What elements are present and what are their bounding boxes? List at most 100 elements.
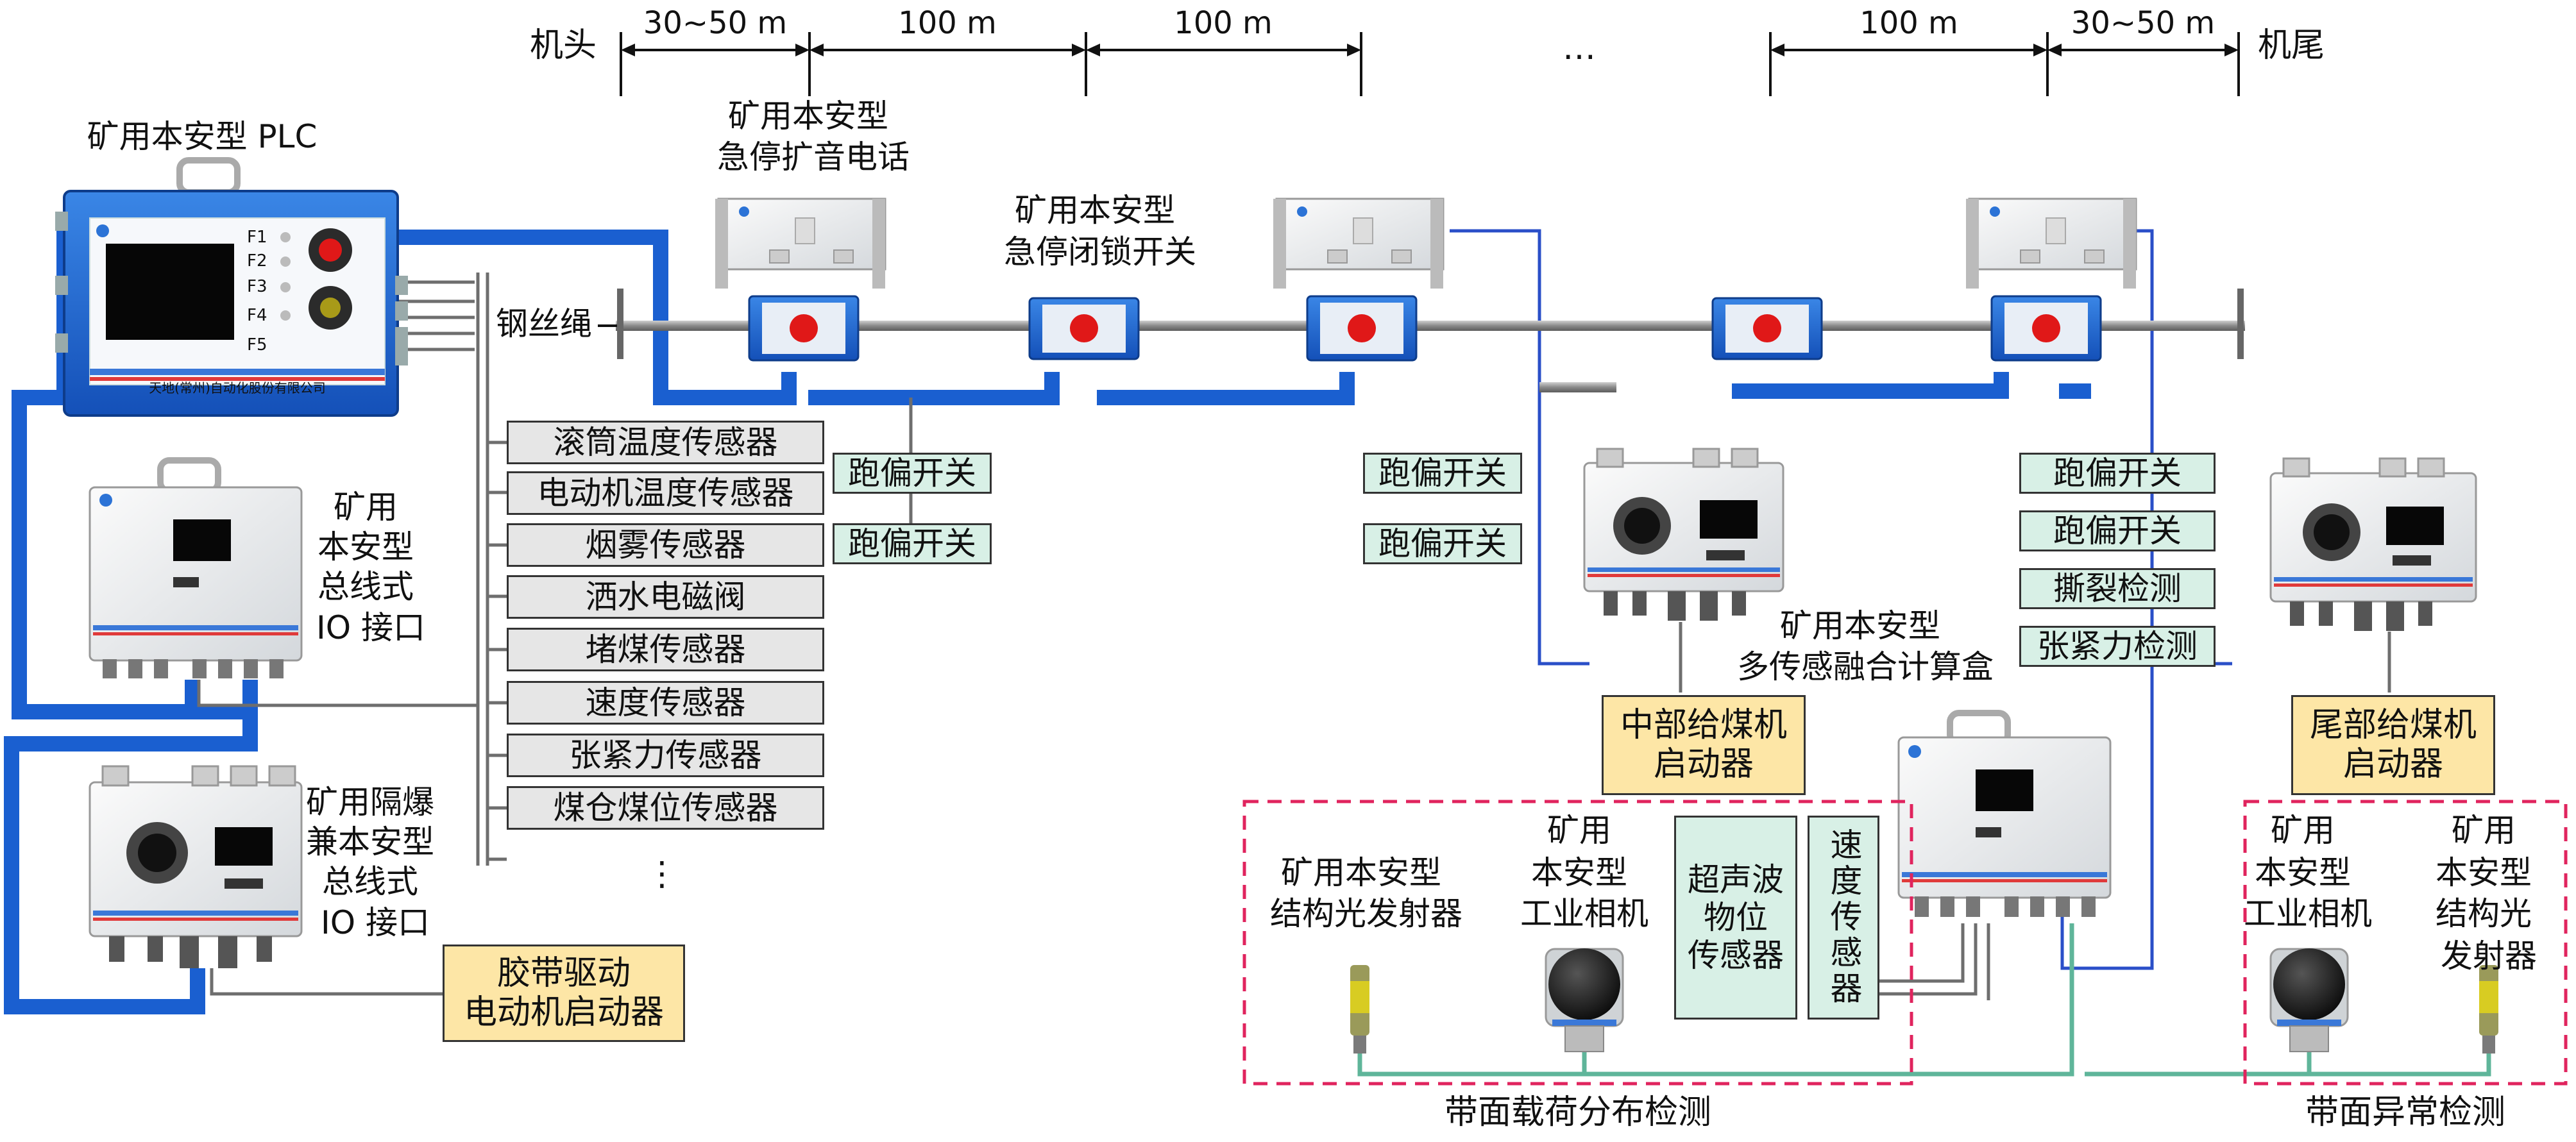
fusion-caption: 矿用本安型 多传感融合计算盒	[1737, 607, 1994, 685]
estop-switch-4	[1711, 297, 1823, 360]
left-industrial-camera	[1545, 948, 1624, 1052]
camera-lens-icon	[2273, 948, 2345, 1020]
deviation-switch-label: 跑偏开关	[1363, 453, 1522, 494]
left-light-emitter	[1350, 965, 1369, 1054]
central-compute-box	[1897, 710, 2112, 917]
wire-rope	[616, 321, 2245, 331]
estop-red-icon	[790, 314, 818, 342]
estop-switch-5	[1990, 295, 2102, 362]
mid-feeder-starter-line2: 启动器	[1653, 745, 1754, 784]
io-interface-1	[89, 457, 303, 678]
io2-caption: 矿用隔爆 兼本安型 总线式 IO 接口	[306, 784, 445, 941]
plc-cabinet: F1 F2 F3 F4 F5 天地(常州)自动化股份有限公司	[55, 157, 408, 417]
tail-label: 机尾	[2258, 26, 2325, 65]
deviation-switch-label: 跑偏开关	[833, 453, 992, 494]
sensor-drum-temperature: 滚筒温度传感器	[507, 421, 824, 464]
load-detection-box	[1242, 800, 1913, 1086]
scale-seg4: 100 m	[1860, 5, 1958, 41]
sensor-bunker-level: 煤仓煤位传感器	[507, 786, 824, 830]
right-camera-caption: 矿用 本安型 工业相机	[2244, 812, 2372, 932]
plc-key-f2: F2	[247, 251, 267, 271]
sensor-sprinkler-valve: 洒水电磁阀	[507, 575, 824, 619]
tail-feeder-starter-line2: 启动器	[2343, 745, 2443, 784]
rope-end-left	[617, 289, 623, 359]
scale-arrowheads	[621, 44, 2239, 56]
right-light-emitter	[2479, 965, 2498, 1054]
deviation-switch-label: 跑偏开关	[2019, 453, 2216, 494]
plc-logo-icon	[96, 224, 109, 237]
estop-red-icon	[1348, 314, 1376, 342]
belt-drive-starter: 胶带驱动 电动机启动器	[443, 945, 685, 1042]
plc-key-f4: F4	[247, 306, 267, 325]
scale-seg1: 30~50 m	[643, 5, 787, 41]
plc-screen	[106, 244, 234, 340]
anomaly-detection-box	[2243, 800, 2568, 1086]
ultrasonic-level-sensor: 超声波 物位 传感器	[1674, 816, 1797, 1020]
deviation-switch-label: 跑偏开关	[2019, 510, 2216, 551]
estop-switch-2	[1028, 297, 1140, 360]
estop-phone-2	[1273, 197, 1445, 289]
estop-phone-3	[1966, 197, 2137, 289]
estop-switch-3	[1306, 295, 1418, 362]
belt-drive-starter-line2: 电动机启动器	[463, 993, 664, 1032]
green-camera-cables	[1357, 923, 2491, 1077]
fusion-compute-box	[1583, 448, 1784, 621]
deviation-switch-label: 跑偏开关	[833, 523, 992, 564]
sensor-tension: 张紧力传感器	[507, 734, 824, 777]
scale-seg5: 30~50 m	[2071, 5, 2215, 41]
phone-caption: 矿用本安型 急停扩音电话	[717, 97, 910, 176]
sensor-smoke: 烟雾传感器	[507, 523, 824, 567]
left-camera-caption: 矿用 本安型 工业相机	[1520, 812, 1648, 932]
scale-seg3: 100 m	[1174, 5, 1273, 41]
plc-red-button	[319, 239, 342, 262]
plc-brand-text: 天地(常州)自动化股份有限公司	[149, 380, 326, 396]
wire-rope-segment	[1539, 382, 1616, 392]
sensor-coal-blockage: 堵煤传感器	[507, 628, 824, 671]
load-detection-caption: 带面载荷分布检测	[1445, 1093, 1711, 1132]
estop-phone-1	[715, 197, 886, 289]
tear-detection-label: 撕裂检测	[2019, 568, 2216, 609]
gray-sensor-wires	[197, 273, 2391, 1000]
ultrasonic-line3: 传感器	[1688, 936, 1784, 974]
right-emitter-caption: 矿用 本安型 结构光 发射器	[2436, 812, 2542, 975]
wire-rope-label: 钢丝绳	[496, 305, 592, 342]
ultrasonic-line2: 物位	[1704, 898, 1768, 936]
belt-speed-sensor: 速度 传感器	[1808, 816, 1879, 1020]
right-industrial-camera	[2269, 948, 2349, 1052]
ultrasonic-line1: 超声波	[1688, 861, 1784, 898]
speed-line2: 传感器	[1825, 900, 1863, 1007]
plc-key-f3: F3	[247, 277, 267, 296]
plc-title: 矿用本安型 PLC	[87, 118, 318, 155]
tension-detection-label: 张紧力检测	[2019, 626, 2216, 667]
mid-feeder-starter-line1: 中部给煤机	[1620, 705, 1787, 744]
tail-compute-box	[2269, 457, 2477, 631]
scale-seg2: 100 m	[898, 5, 997, 41]
estop-red-icon	[1070, 314, 1098, 342]
sensor-list-ellipsis: ⋮	[645, 855, 679, 893]
deviation-switch-label: 跑偏开关	[1363, 523, 1522, 564]
plc-key-f1: F1	[247, 228, 267, 247]
sensor-motor-temperature: 电动机温度传感器	[507, 471, 824, 515]
tail-feeder-starter-line1: 尾部给煤机	[2309, 705, 2477, 744]
belt-drive-starter-line1: 胶带驱动	[496, 953, 631, 993]
speed-line1: 速度	[1825, 828, 1863, 900]
plc-yellow-button	[320, 298, 341, 318]
estop-switch-1	[748, 295, 860, 362]
io1-caption: 矿用 本安型 总线式 IO 接口	[316, 489, 425, 646]
estop-red-icon	[1753, 314, 1781, 342]
head-label: 机头	[530, 26, 597, 65]
estop-red-icon	[2032, 314, 2060, 342]
rope-end-right	[2237, 289, 2244, 359]
scale-ellipsis: …	[1563, 29, 1596, 67]
sensor-speed: 速度传感器	[507, 681, 824, 725]
camera-lens-icon	[1548, 948, 1620, 1020]
tail-feeder-starter: 尾部给煤机 启动器	[2291, 695, 2495, 795]
anomaly-detection-caption: 带面异常检测	[2305, 1093, 2505, 1132]
plc-key-f5: F5	[247, 335, 267, 355]
mid-feeder-starter: 中部给煤机 启动器	[1602, 695, 1806, 795]
left-emitter-caption: 矿用本安型 结构光发射器	[1270, 854, 1462, 932]
distance-scale	[620, 32, 2240, 96]
io-interface-2	[89, 765, 303, 968]
